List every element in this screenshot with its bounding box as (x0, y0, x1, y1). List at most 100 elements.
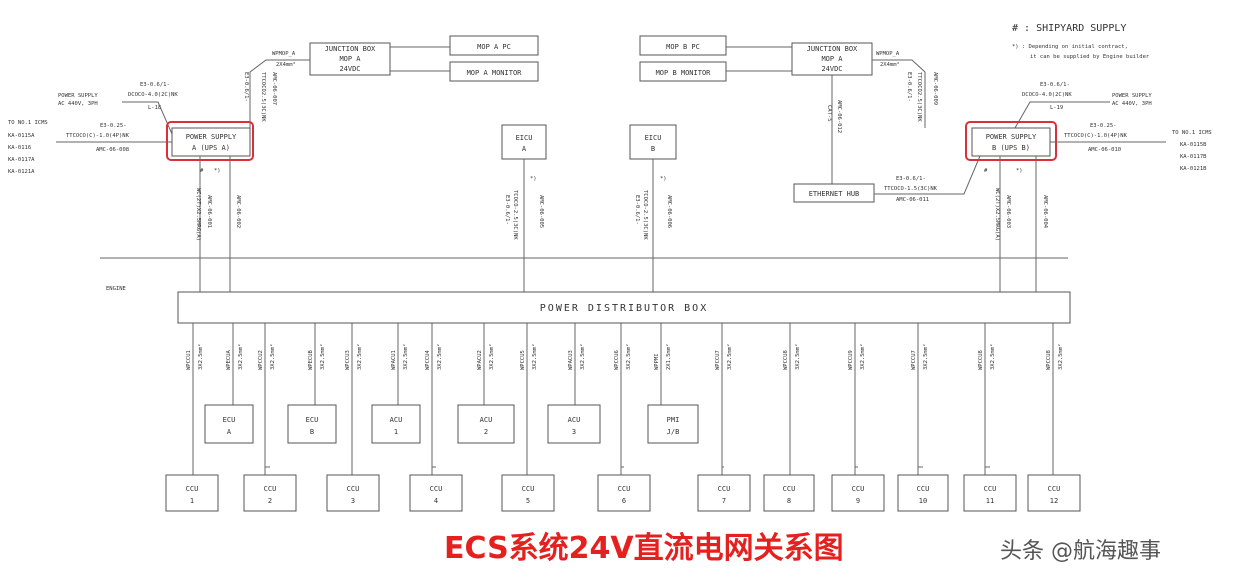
ccu-box (501, 474, 555, 512)
left-ac-cable-1: E3-0.6/1- (140, 82, 170, 88)
power-supply-b-line1: POWER SUPPLY (986, 133, 1037, 141)
right-ems-cable-2: TTCOCO(C)-1.0(4P)NK (1064, 133, 1128, 139)
power-supply-a-line2: A (UPS A) (192, 144, 230, 152)
legend-note-1: *) : Depending on initial contract, (1012, 44, 1128, 50)
left-icms-0: KA-0115A (8, 133, 35, 139)
branch-cable-spec: 3X2.5mm² (237, 344, 244, 371)
eicu-a-line1: EICU (516, 134, 533, 142)
right-ac-ps-line2: AC 440V, 3PH (1112, 101, 1152, 107)
unit-box (204, 404, 254, 444)
wpmop-a-label: WPMOP_A (272, 51, 296, 57)
unit-box (647, 404, 699, 444)
branch-cable-spec: 3X2.5mm² (989, 344, 996, 371)
unit-sub-label: B (310, 428, 314, 436)
eth-cable-1: E3-0.6/1- (896, 176, 926, 182)
eicu-a-line2: A (522, 145, 527, 153)
eicu-a-cable-3: AMC-06-005 (538, 195, 544, 228)
right-ems-cable-3: AMC-06-010 (1088, 147, 1121, 153)
branch-cable-tag: WPPMI (654, 353, 660, 370)
left-supply-group: JUNCTION BOX MOP A 24VDC MOP A PC MOP A … (8, 35, 539, 292)
right-hub-cable-1: E3-0.6/1- (906, 72, 912, 102)
eicu-group: EICU A *) E3-0.6/1- TCOCO-2.5(3C)NK AMC-… (501, 124, 677, 292)
right-icms-2: KA-0121B (1180, 166, 1207, 172)
left-hub-cable-2: TTCOCO2.5(3C)NK (260, 72, 266, 122)
branch-cable-tag: WPCCU3 (345, 350, 351, 370)
eth-cable-2: TTCOCO-1.5(3C)NK (884, 186, 938, 192)
branch-cable-spec: 3X2.5mm² (197, 344, 204, 371)
right-ac-cable-2: DCOCO-4.0(2C)NK (1022, 92, 1072, 98)
eicu-b-line2: B (651, 145, 655, 153)
eicu-a-cable-2: TCOCO-2.5(3C)NK (512, 190, 518, 240)
left-down-cable-3: AMC-06-002 (235, 195, 241, 228)
mop-a-pc-label: MOP A PC (477, 43, 511, 51)
ccu-label: CCU (1048, 485, 1061, 493)
pdb-label: POWER DISTRIBUTOR BOX (540, 303, 708, 314)
ccu-box (326, 474, 380, 512)
branch-cable-spec: 3X2.5mm² (436, 344, 443, 371)
ccu-number: 2 (268, 497, 272, 505)
wpmop-b-label: WPMOP_A (876, 51, 900, 57)
right-icms-1: KA-0117B (1180, 154, 1207, 160)
right-ac-cable-3: L-19 (1050, 105, 1063, 111)
mop-b-monitor-label: MOP B MONITOR (656, 69, 712, 77)
branch-cable-tag: WPCCU1 (186, 350, 192, 370)
ccu-label: CCU (264, 485, 277, 493)
eicu-b-cable-2: TCOCO-2.5(3C)NK (642, 190, 648, 240)
ccu-label: CCU (430, 485, 443, 493)
branch-cable-tag: WPCCU4 (425, 349, 431, 370)
eicu-b-mark: *) (660, 176, 667, 182)
right-down-cable-2: AMC-06-003 (1005, 195, 1011, 228)
branch-cable-spec: 3X2.5mm² (488, 344, 495, 371)
unit-sub-label: 3 (572, 428, 576, 436)
ccu-box (963, 474, 1017, 512)
junction-box-b (791, 42, 873, 76)
left-icms-1: KA-0116 (8, 145, 31, 151)
branch-cable-spec: 3X2.5mm² (1057, 344, 1064, 371)
ccu-box (763, 474, 815, 512)
branch-cable-spec: 3X2.5mm² (402, 344, 409, 371)
legend-title: # : SHIPYARD SUPPLY (1012, 23, 1126, 34)
ccu-label: CCU (783, 485, 796, 493)
unit-label: ECU (223, 416, 236, 424)
cat5-label: CAT-5 (826, 105, 832, 122)
mop-a-monitor-label: MOP A MONITOR (467, 69, 523, 77)
unit-label: ACU (568, 416, 581, 424)
cat5-cable: AMC-06-012 (836, 100, 842, 133)
ccu-number: 4 (434, 497, 438, 505)
jb-a-line2: MOP A (339, 55, 361, 63)
ccu-number: 3 (351, 497, 355, 505)
branch-cable-tag: WPCCU7 (715, 350, 721, 370)
branch-cable-spec: 3X2.5mm² (531, 344, 538, 371)
ethernet-hub-label: ETHERNET HUB (809, 190, 860, 198)
branch-cable-tag: WPECUA (226, 349, 232, 370)
ccu-box (831, 474, 885, 512)
left-icms-3: KA-0121A (8, 169, 35, 175)
ethernet-hub-box (793, 183, 875, 203)
branch-cable-spec: 3X2.5mm² (625, 344, 632, 371)
left-ems-cable-3: AMC-06-008 (96, 147, 129, 153)
branch-cable-tag: WPCCU5 (520, 350, 526, 370)
right-down-cable-1: WC(2T)X2.5MRG(A) (994, 188, 1000, 241)
eicu-a-cable-1: E3-0.6/1- (504, 195, 510, 225)
branch-cable-tag: WPCCU6 (614, 350, 620, 370)
unit-sub-label: A (227, 428, 232, 436)
branch-cable-spec: 3X2.5mm² (794, 344, 801, 371)
right-hub-cable-3: AMC-06-009 (932, 72, 938, 105)
mop-a-pc-box (449, 35, 539, 56)
branch-cable-tag: WPCCU9 (848, 350, 854, 370)
unit-box (371, 404, 421, 444)
branch-cable-tag: WPACU3 (568, 350, 574, 370)
left-ac-ps-line1: POWER SUPPLY (58, 93, 98, 99)
branch-cable-spec: 2X1.5mm² (665, 344, 672, 371)
ccu-label: CCU (522, 485, 535, 493)
branch-cable-spec: 3X2.5mm² (579, 344, 586, 371)
left-hub-cable-3: AMC-06-007 (271, 72, 277, 105)
branch-cable-spec: 3X2.5mm² (269, 344, 276, 371)
unit-box (547, 404, 601, 444)
right-mark-star: *) (1016, 168, 1023, 174)
left-hub-cable-1: E3-0.6/1- (243, 72, 249, 102)
unit-label: ECU (306, 416, 319, 424)
jb-a-line1: JUNCTION BOX (325, 45, 376, 53)
